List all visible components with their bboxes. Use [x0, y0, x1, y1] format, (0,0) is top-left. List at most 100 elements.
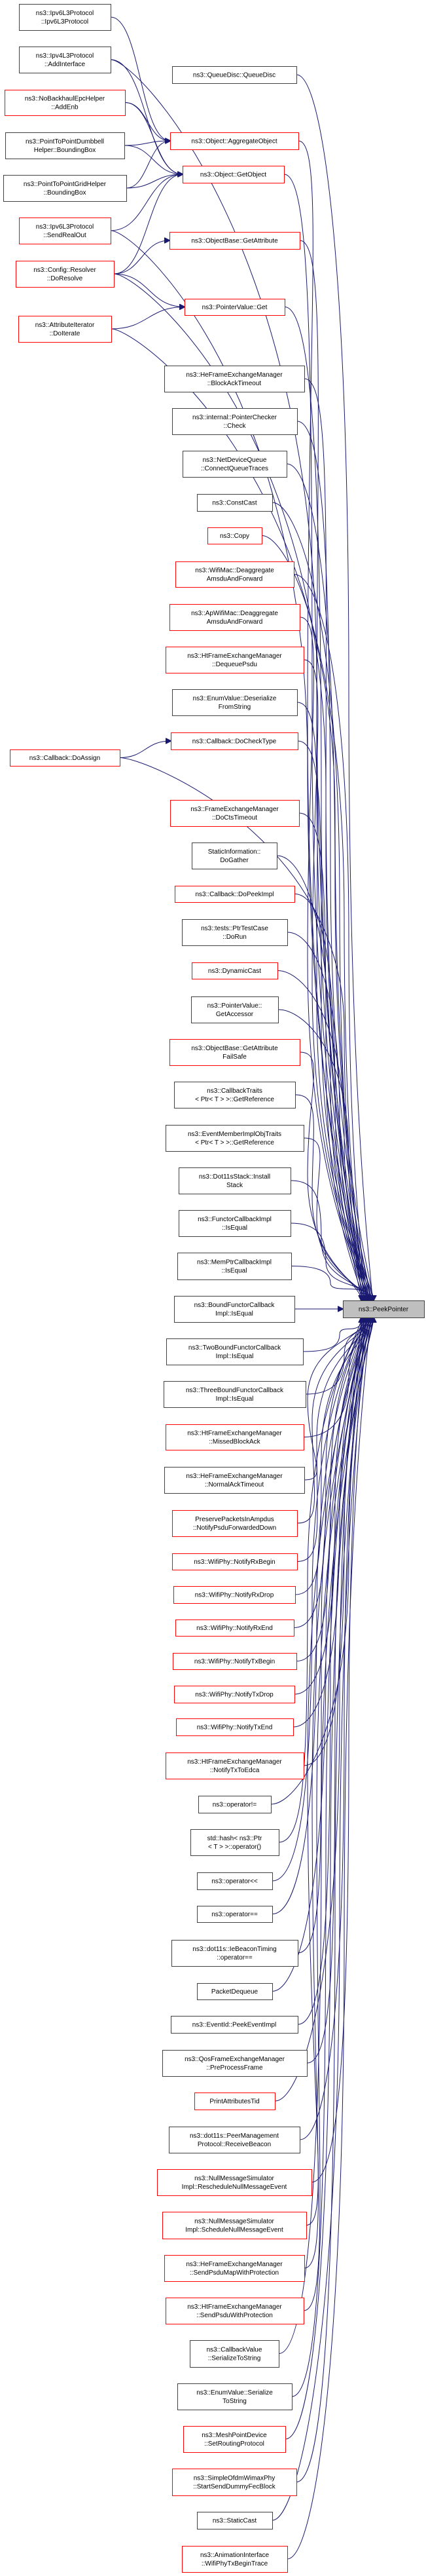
node-label-line: Impl::ScheduleNullMessageEvent — [185, 2227, 283, 2234]
node-label-line: ns3::PointerValue::Get — [202, 304, 268, 311]
caller-node-txend[interactable]: ns3::WifiPhy::NotifyTxEnd — [176, 1718, 294, 1736]
caller-node-normalack[interactable]: ns3::HeFrameExchangeManager::NormalAckTi… — [164, 1467, 305, 1494]
caller-node-attriter[interactable]: ns3::AttributeIterator::DoIterate — [18, 316, 112, 343]
caller-node-aggregate[interactable]: ns3::Object::AggregateObject — [170, 132, 299, 150]
caller-node-heblockack[interactable]: ns3::HeFrameExchangeManager::BlockAckTim… — [164, 366, 305, 392]
node-box — [162, 2212, 307, 2239]
caller-node-ptrtest[interactable]: ns3::tests::PtrTestCase::DoRun — [182, 919, 288, 946]
caller-node-nobackhaul[interactable]: ns3::NoBackhaulEpcHelper::AddEnb — [5, 90, 126, 116]
caller-node-resolver[interactable]: ns3::Config::Resolver::DoResolve — [16, 261, 115, 288]
node-label-line: ns3::dot11s::PeerManagement — [190, 2132, 279, 2140]
caller-node-evtraits[interactable]: ns3::EventMemberImplObjTraits< Ptr< T > … — [166, 1125, 304, 1152]
caller-node-queuedisc[interactable]: ns3::QueueDisc::QueueDisc — [172, 66, 297, 84]
node-label-line: ::MissedBlockAck — [209, 1439, 260, 1446]
caller-node-resched[interactable]: ns3::NullMessageSimulatorImpl::Reschedul… — [157, 2169, 312, 2196]
caller-node-getattr[interactable]: ns3::ObjectBase::GetAttribute — [169, 232, 300, 250]
caller-node-enumser[interactable]: ns3::EnumValue::SerializeToString — [177, 2383, 293, 2410]
caller-node-meshrouting[interactable]: ns3::MeshPointDevice::SetRoutingProtocol — [183, 2426, 286, 2453]
caller-node-ipv6send[interactable]: ns3::Ipv6L3Protocol::SendRealOut — [19, 218, 111, 244]
caller-node-p2pgrid[interactable]: ns3::PointToPointGridHelper::BoundingBox — [3, 175, 127, 202]
caller-node-functoreq[interactable]: ns3::FunctorCallbackImpl::IsEqual — [179, 1210, 291, 1237]
caller-node-copy[interactable]: ns3::Copy — [207, 527, 262, 544]
node-label-line: ns3::EnumValue::Serialize — [196, 2389, 273, 2396]
caller-node-cbtraits[interactable]: ns3::CallbackTraits< Ptr< T > >::GetRefe… — [174, 1082, 296, 1108]
caller-node-getaccessor[interactable]: ns3::PointerValue::GetAccessor — [191, 996, 279, 1023]
caller-node-ctstimeout[interactable]: ns3::FrameExchangeManager::DoCtsTimeout — [170, 800, 300, 827]
node-label-line: ::DoResolve — [47, 275, 83, 282]
caller-node-ptrget[interactable]: ns3::PointerValue::Get — [185, 299, 285, 316]
caller-node-htpsdu[interactable]: ns3::HtFrameExchangeManager::SendPsduWit… — [166, 2298, 304, 2324]
node-box — [171, 732, 298, 750]
caller-node-wimaxfec[interactable]: ns3::SimpleOfdmWimaxPhy::StartSendDummyF… — [172, 2469, 297, 2496]
caller-node-preserve[interactable]: PreservePacketsInAmpdus::NotifyPsduForwa… — [172, 1510, 298, 1537]
caller-node-p2pdumbbell[interactable]: ns3::PointToPointDumbbellHelper::Boundin… — [5, 132, 125, 159]
caller-node-htdequeue[interactable]: ns3::HtFrameExchangeManager::DequeuePsdu — [166, 647, 304, 673]
caller-node-txtoedca[interactable]: ns3::HtFrameExchangeManager::NotifyTxToE… — [166, 1752, 304, 1779]
caller-node-constcast[interactable]: ns3::ConstCast — [197, 494, 273, 512]
edge-ctstimeout-to-peek — [298, 812, 363, 1300]
edge-enumdeser-to-peek — [296, 702, 372, 1300]
node-label-line: ::StartSendDummyFecBlock — [193, 2484, 276, 2491]
node-label-line: AmsduAndForward — [207, 576, 263, 583]
caller-node-rxend[interactable]: ns3::WifiPhy::NotifyRxEnd — [175, 1619, 294, 1637]
caller-node-animtrace[interactable]: ns3::AnimationInterface::WifiPhyTxBeginT… — [182, 2546, 288, 2573]
node-label-line: ns3::Callback::DoAssign — [29, 755, 100, 762]
caller-node-schednull[interactable]: ns3::NullMessageSimulatorImpl::ScheduleN… — [162, 2212, 307, 2239]
caller-node-printtid[interactable]: PrintAttributesTid — [194, 2093, 275, 2110]
edge-txend-to-peek — [293, 1317, 368, 1728]
caller-node-ipv6ctor[interactable]: ns3::Ipv6L3Protocol::Ipv6L3Protocol — [19, 4, 111, 31]
node-label-line: ns3::operator<< — [211, 1878, 258, 1885]
caller-node-ptrcheck[interactable]: ns3::internal::PointerChecker::Check — [172, 408, 298, 435]
node-box — [183, 2426, 286, 2453]
caller-node-iebeacon[interactable]: ns3::dot11s::IeBeaconTiming::operator== — [171, 1940, 298, 1967]
caller-node-txdrop[interactable]: ns3::WifiPhy::NotifyTxDrop — [174, 1686, 295, 1703]
caller-node-txbegin[interactable]: ns3::WifiPhy::NotifyTxBegin — [173, 1653, 297, 1670]
caller-node-memptreq[interactable]: ns3::MemPtrCallbackImpl::IsEqual — [177, 1253, 292, 1280]
caller-node-twoboundeq[interactable]: ns3::TwoBoundFunctorCallbackImpl::IsEqua… — [166, 1338, 304, 1365]
node-box — [162, 2050, 308, 2077]
node-label-line: ns3::EventId::PeekEventImpl — [192, 2022, 276, 2029]
node-label-line: ToString — [222, 2398, 247, 2405]
node-box — [176, 1718, 294, 1736]
node-box — [170, 800, 300, 827]
caller-node-apwifimacdeagg[interactable]: ns3::ApWifiMac::DeaggregateAmsduAndForwa… — [169, 604, 300, 631]
caller-node-threeboundeq[interactable]: ns3::ThreeBoundFunctorCallbackImpl::IsEq… — [164, 1381, 306, 1408]
caller-node-dogather[interactable]: StaticInformation::DoGather — [192, 843, 277, 869]
node-box — [5, 132, 125, 159]
caller-node-rxbegin[interactable]: ns3::WifiPhy::NotifyRxBegin — [172, 1553, 298, 1570]
caller-node-opne[interactable]: ns3::operator!= — [198, 1796, 272, 1813]
node-box — [192, 962, 278, 979]
node-label-line: ::DoRun — [222, 934, 247, 941]
caller-node-qospre[interactable]: ns3::QosFrameExchangeManager::PreProcess… — [162, 2050, 308, 2077]
node-label-line: ns3::AttributeIterator — [35, 322, 95, 329]
node-label-line: ns3::Object::GetObject — [200, 172, 266, 179]
caller-node-ipv4add[interactable]: ns3::Ipv4L3Protocol::AddInterface — [19, 47, 111, 73]
caller-node-cbser[interactable]: ns3::CallbackValue::SerializeToString — [190, 2340, 279, 2368]
caller-node-dopeek[interactable]: ns3::Callback::DoPeekImpl — [175, 886, 295, 903]
caller-node-peekevent[interactable]: ns3::EventId::PeekEventImpl — [171, 2016, 298, 2034]
node-label-line: ns3::HeFrameExchangeManager — [186, 2261, 283, 2268]
target-node[interactable]: ns3::PeekPointer — [343, 1300, 425, 1318]
node-box — [173, 1653, 297, 1670]
caller-node-hepsdumap[interactable]: ns3::HeFrameExchangeManager::SendPsduMap… — [164, 2255, 305, 2282]
caller-node-doassign[interactable]: ns3::Callback::DoAssign — [10, 749, 120, 767]
caller-node-opeq[interactable]: ns3::operator== — [197, 1906, 273, 1923]
caller-node-staticcast[interactable]: ns3::StaticCast — [197, 2512, 273, 2529]
caller-node-ndqueue[interactable]: ns3::NetDeviceQueue::ConnectQueueTraces — [183, 451, 287, 478]
caller-node-missedba[interactable]: ns3::HtFrameExchangeManager::MissedBlock… — [166, 1424, 304, 1450]
caller-node-getobject[interactable]: ns3::Object::GetObject — [183, 166, 285, 183]
node-box — [182, 2546, 288, 2573]
caller-node-dyncast[interactable]: ns3::DynamicCast — [192, 962, 278, 979]
caller-node-rxdrop[interactable]: ns3::WifiPhy::NotifyRxDrop — [173, 1586, 296, 1604]
caller-node-stdhash[interactable]: std::hash< ns3::Ptr< T > >::operator() — [190, 1829, 279, 1856]
caller-node-pktdequeue[interactable]: PacketDequeue — [197, 1983, 273, 2000]
node-box — [19, 47, 111, 73]
caller-node-docheck[interactable]: ns3::Callback::DoCheckType — [171, 732, 298, 750]
caller-node-peerbeacon[interactable]: ns3::dot11s::PeerManagementProtocol::Rec… — [169, 2127, 300, 2153]
caller-node-opshl[interactable]: ns3::operator<< — [197, 1872, 273, 1890]
